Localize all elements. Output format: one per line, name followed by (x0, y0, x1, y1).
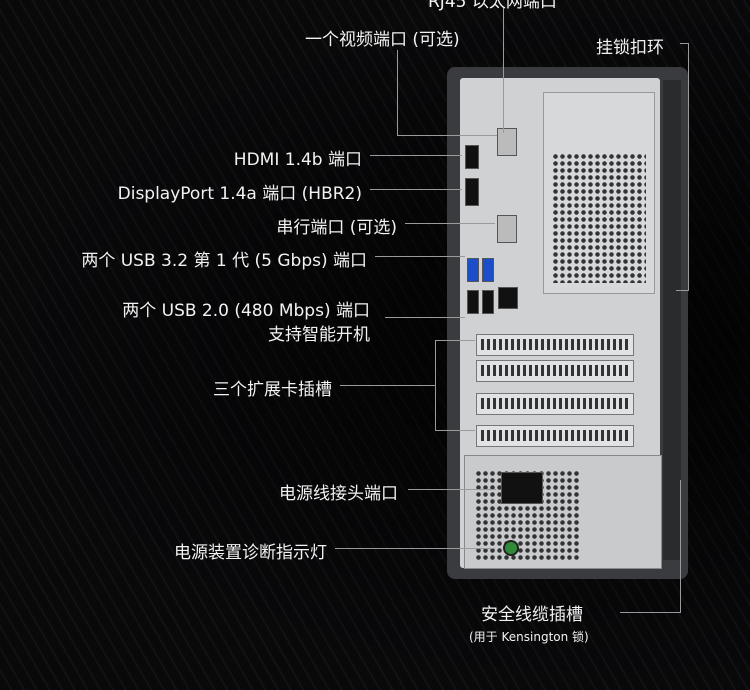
label-expansion-slots: 三个扩展卡插槽 (213, 380, 332, 400)
label-video-port: 一个视频端口 (可选) (305, 30, 460, 50)
label-security-slot: 安全线缆插槽 (481, 605, 583, 625)
label-psu-led: 电源装置诊断指示灯 (174, 543, 327, 563)
rj45-port (498, 287, 518, 309)
label-smart-power: 支持智能开机 (268, 325, 370, 345)
label-hdmi: HDMI 1.4b 端口 (233, 150, 362, 170)
expansion-slot (476, 425, 634, 447)
label-security-note: (用于 Kensington 锁) (469, 630, 589, 644)
fan-vent (543, 92, 655, 294)
label-serial: 串行端口 (可选) (276, 218, 397, 238)
label-usb32: 两个 USB 3.2 第 1 代 (5 Gbps) 端口 (81, 251, 367, 271)
usb32-port (467, 258, 479, 282)
label-padlock-ring: 挂锁扣环 (596, 38, 664, 58)
label-rj45: RJ45 以太网端口 (428, 0, 557, 12)
label-displayport: DisplayPort 1.4a 端口 (HBR2) (117, 184, 362, 204)
usb20-port (482, 290, 494, 314)
hdmi-port (465, 145, 479, 169)
label-usb20: 两个 USB 2.0 (480 Mbps) 端口 (122, 301, 370, 321)
power-supply (464, 455, 662, 569)
expansion-slot (476, 334, 634, 356)
serial-port-cover (497, 215, 517, 243)
label-power-connector: 电源线接头端口 (279, 484, 398, 504)
psu-led-icon (503, 540, 519, 556)
expansion-slot (476, 360, 634, 382)
expansion-slot (476, 393, 634, 415)
video-port-cover (497, 128, 517, 156)
usb20-port (467, 290, 479, 314)
displayport-port (465, 178, 479, 206)
usb32-port (482, 258, 494, 282)
power-connector (501, 472, 543, 504)
